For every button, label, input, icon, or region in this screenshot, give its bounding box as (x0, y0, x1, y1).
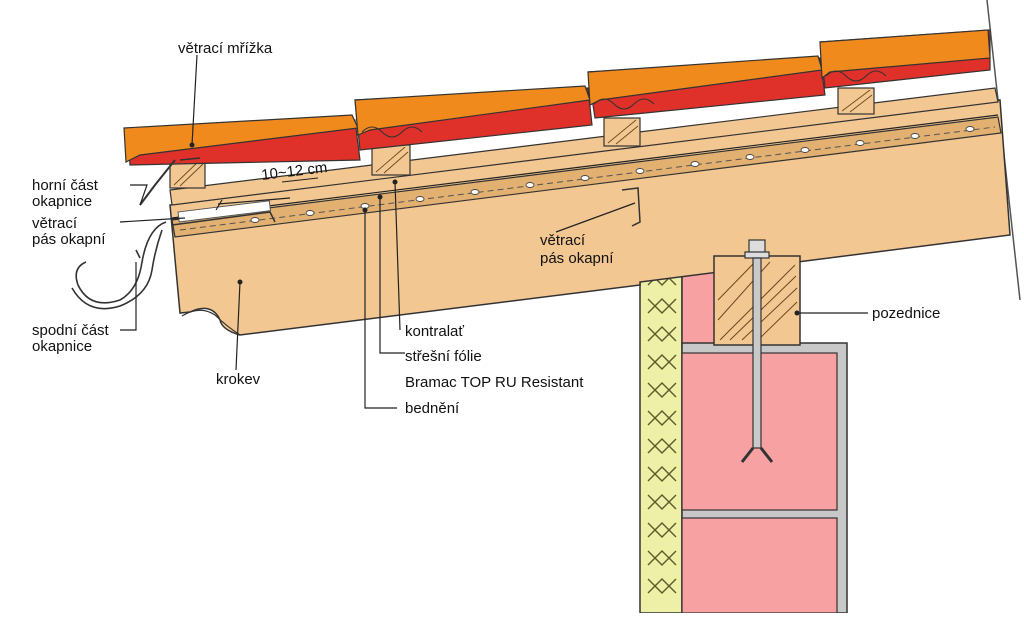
anchor-bolt (740, 239, 774, 463)
membrane-line (171, 114, 999, 219)
gutter-inner (71, 229, 163, 310)
vent-strip-left (177, 200, 272, 223)
tile-wave-2 (361, 126, 423, 138)
label-horni-cast-1: horní část (32, 177, 99, 194)
tile-2 (354, 85, 591, 136)
label-spodni-cast-2: okapnice (32, 338, 92, 355)
bolt-anchor-fork (740, 447, 774, 463)
tile-wave-4 (825, 70, 887, 82)
label-vetraci-pas-left-2: pás okapní (32, 231, 106, 248)
brick-2 (681, 517, 838, 614)
gutter-outer (75, 221, 167, 304)
label-bedneni: bednění (405, 400, 460, 417)
batten-grain (173, 89, 873, 187)
rafter-notch (181, 309, 241, 336)
label-vetraci-mrizka: větrací mřížka (178, 40, 273, 57)
label-pozednice: pozednice (872, 305, 940, 322)
label-vetraci-pas-left-1: větrací (32, 215, 78, 232)
tile-3 (587, 55, 823, 106)
batten-2 (371, 144, 411, 176)
tile-wave-3 (593, 98, 655, 110)
label-vetraci-pas-right-1: větrací (540, 232, 586, 249)
gutter-hook (135, 249, 141, 259)
label-spodni-cast-1: spodní část (32, 322, 110, 339)
label-bramac: Bramac TOP RU Resistant (405, 374, 584, 391)
bolt-shaft (752, 257, 762, 449)
counter-batten (169, 87, 999, 206)
label-kontralat: kontralať (405, 323, 464, 340)
tile-1 (123, 114, 359, 163)
label-krokev: krokev (216, 371, 261, 388)
label-horni-cast-2: okapnice (32, 193, 92, 210)
bolt-washer (744, 251, 770, 259)
roof-tiles (123, 29, 991, 166)
label-vetraci-pas-right-2: pás okapní (540, 250, 614, 267)
tile-4 (819, 29, 991, 80)
vent-grille (179, 157, 201, 161)
boarding-knots (250, 126, 975, 223)
leader-dots (189, 142, 800, 316)
gutter (71, 221, 167, 310)
dimension-tick (281, 177, 319, 183)
eave-drip (171, 211, 276, 226)
eave-flashing-top (139, 159, 176, 206)
dimension-line (217, 197, 291, 205)
vent-strip-right (621, 187, 641, 227)
leader-lines (119, 54, 868, 409)
label-stresni-folie: střešní fólie (405, 348, 482, 365)
